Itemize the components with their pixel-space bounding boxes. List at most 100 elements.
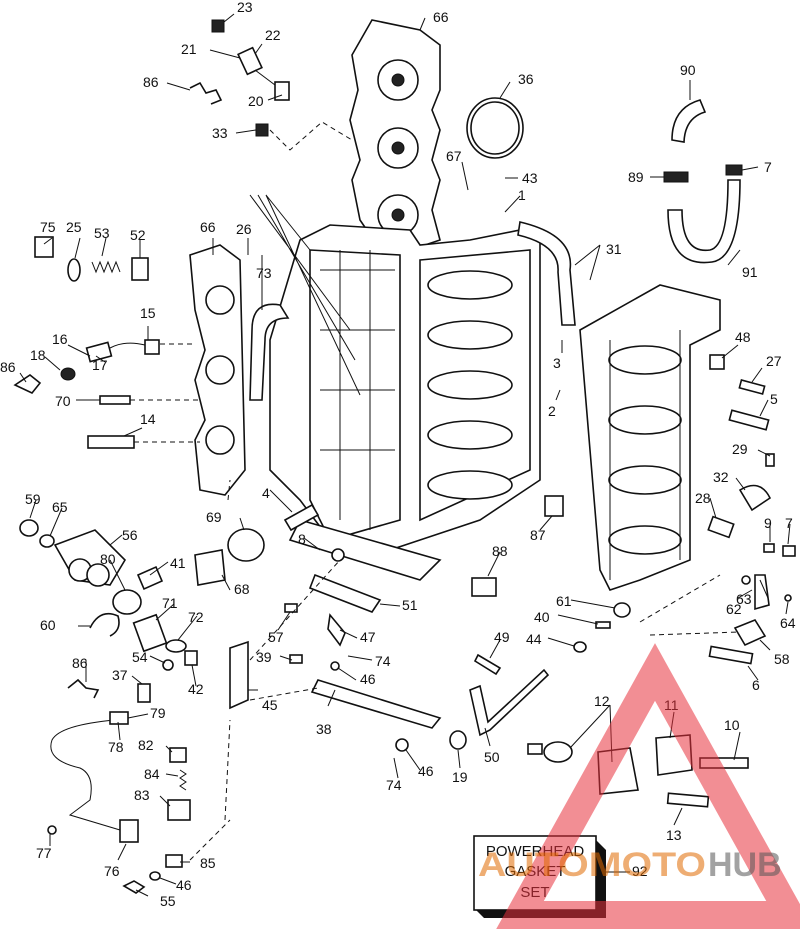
callout: 17 [92,357,108,373]
thermostat-group [19,519,187,653]
callout: 36 [518,71,534,87]
callout: 25 [66,219,82,235]
callout: 56 [122,527,138,543]
callout: 87 [530,527,546,543]
callout: 86 [0,359,16,375]
callout: 28 [695,490,711,506]
callout: 43 [522,170,538,186]
callout: 40 [534,609,550,625]
wiring-harness-lower [47,678,191,894]
callout: 88 [492,543,508,559]
block-87 [544,495,564,517]
callout: 89 [628,169,644,185]
callout: 55 [160,893,176,909]
callout: 19 [452,769,468,785]
callout: 18 [30,347,46,363]
callout: 54 [132,649,148,665]
watermark-text-part2: HUB [708,846,782,884]
callout: 1 [518,187,526,203]
callout: 3 [553,355,561,371]
callout: 78 [108,739,124,755]
callout: 66 [200,219,216,235]
callout: 7 [785,515,793,531]
callout: 7 [764,159,772,175]
block-88 [471,577,497,597]
callout: 58 [774,651,790,667]
callout: 46 [176,877,192,893]
head-gasket-66 [349,19,441,251]
callout: 23 [237,0,253,15]
throttle-linkage [308,548,442,729]
callout: 46 [418,763,434,779]
callout: 15 [140,305,156,321]
callout: 80 [100,551,116,567]
watermark-text-part1: AUTOMOTO [478,846,706,884]
callout: 48 [735,329,751,345]
small-hardware [284,603,409,752]
callout: 91 [742,264,758,280]
callout: 31 [606,241,622,257]
callout: 79 [150,705,166,721]
callout: 85 [200,855,216,871]
callout: 12 [594,693,610,709]
callout: 84 [144,766,160,782]
callout: 53 [94,225,110,241]
hose-31 [517,221,576,326]
callout: 90 [680,62,696,78]
callout: 57 [268,629,284,645]
callout: 46 [360,671,376,687]
callout: 14 [140,411,156,427]
callout: 66 [433,9,449,25]
o-ring-36-inner [470,101,520,155]
shift-rod-parts [449,602,631,750]
callout: 73 [256,265,272,281]
callout: 62 [726,601,742,617]
callout: 49 [494,629,510,645]
callout: 69 [206,509,222,525]
callout: 65 [52,499,68,515]
callout: 64 [780,615,796,631]
callout: 63 [736,591,752,607]
callout: 61 [556,593,572,609]
callout: 10 [724,717,740,733]
callout: 70 [55,393,71,409]
callout: 41 [170,555,186,571]
callout: 16 [52,331,68,347]
sensors-left-mid [13,339,160,449]
sensor-parts-top [189,19,290,137]
callout: 47 [360,629,376,645]
callout: 29 [732,441,748,457]
callout: 42 [188,681,204,697]
callout: 13 [666,827,682,843]
callout: 20 [248,93,264,109]
valve-parts-left [34,236,149,282]
callout: 74 [386,777,402,793]
callout: 8 [298,531,306,547]
callout: 72 [188,609,204,625]
callout: 33 [212,125,228,141]
callout: 75 [40,219,56,235]
callout: 92 [632,863,648,879]
callout: 2 [548,403,556,419]
callout: 82 [138,737,154,753]
callout: 6 [752,677,760,693]
callout: 77 [36,845,52,861]
callout: 59 [25,491,41,507]
callout: 39 [256,649,272,665]
callout: 51 [402,597,418,613]
callout-labels: 23 21 22 66 86 20 36 33 90 67 43 7 89 1 … [0,0,796,909]
washer-69 [227,528,265,562]
callout: 9 [764,515,772,531]
callout: 45 [262,697,278,713]
callout: 32 [713,469,729,485]
exhaust-cover-66 [189,244,246,496]
crankcase-cover [579,284,721,591]
callout: 83 [134,787,150,803]
callout: 27 [766,353,782,369]
linkage-left [137,640,249,710]
callout: 76 [104,863,120,879]
callout: 74 [375,653,391,669]
callout: 44 [526,631,542,647]
cylinder-block [269,224,541,581]
